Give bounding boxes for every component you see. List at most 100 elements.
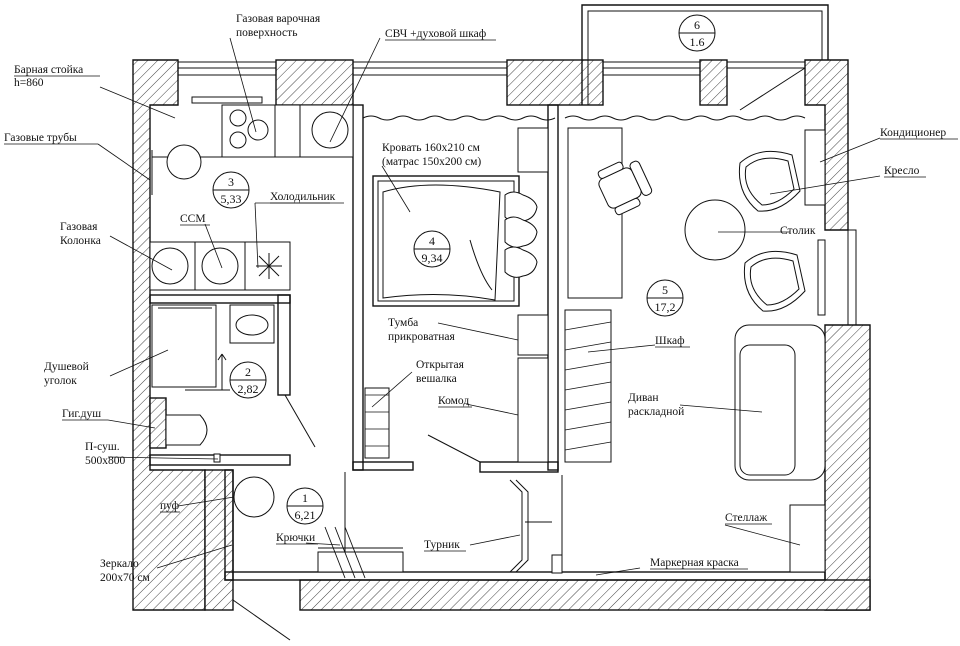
label-wardrobe: Шкаф (655, 335, 685, 347)
walls (132, 59, 871, 611)
balcony-door-swing (739, 67, 806, 111)
bath-door-swing (284, 394, 316, 448)
hooks-bench (317, 551, 404, 573)
label-gas-hob: Газовая варочная (236, 13, 321, 25)
label-nightstand: Тумба (388, 317, 418, 329)
room-area: 1.6 (690, 35, 705, 49)
room-area: 17,2 (655, 300, 676, 314)
label-shower: Душевой (44, 361, 89, 373)
dresser (517, 357, 549, 463)
wall-bottom (299, 579, 871, 611)
window-living-2 (726, 61, 806, 69)
curtain-bedroom (362, 115, 556, 121)
nightstand (517, 314, 549, 356)
label-towel-dryer: П-суш. (85, 441, 120, 453)
label-bed: Кровать 160х210 см (382, 142, 481, 154)
label-pull-up-bar: Турник (424, 539, 460, 551)
label-hooks: Крючки (276, 532, 315, 544)
label-sofa-2: раскладной (628, 406, 684, 418)
office-chair (597, 160, 653, 216)
wall-right-lower (824, 324, 871, 611)
open-rack (364, 387, 390, 459)
wall-entrance (204, 469, 234, 611)
label-open-rack-2: вешалка (416, 373, 457, 385)
washer (201, 247, 239, 285)
gas-heater (151, 247, 189, 285)
room-number: 1 (302, 491, 308, 505)
label-gas-heater-2: Колонка (60, 235, 101, 247)
bedroom (364, 127, 549, 463)
shower-tray (151, 304, 217, 388)
bedroom-left-partition (352, 104, 364, 471)
label-bed-2: (матрас 150х200 см) (382, 156, 481, 168)
room-number: 5 (662, 283, 668, 297)
label-mirror-2: 200х70 см (100, 572, 150, 584)
pillow (504, 246, 538, 278)
bedroom-right-partition (547, 104, 559, 471)
label-mirror: Зеркало (100, 558, 139, 570)
room-area: 2,82 (238, 382, 259, 396)
window-bedroom (352, 61, 508, 69)
pouf (233, 476, 275, 518)
room-number: 4 (429, 234, 435, 248)
kitchen (149, 96, 354, 291)
wall-top-1 (275, 59, 354, 106)
microwave-oven (311, 111, 349, 149)
bathroom (151, 304, 316, 463)
wall-top-2 (506, 59, 604, 106)
kitchen-stool (166, 144, 202, 180)
toilet (165, 414, 208, 446)
label-microwave-oven: СВЧ +духовой шкаф (385, 28, 487, 40)
bath-top-partition (149, 294, 291, 304)
bar-counter (191, 96, 263, 104)
bedroom-bottom-left (352, 461, 414, 471)
room-marker-4: 4 9,34 (413, 230, 451, 268)
room-marker-1: 1 6,21 (286, 487, 324, 525)
entrance-door-swing (232, 599, 291, 641)
label-hygienic-shower: Гиг.душ (62, 408, 101, 420)
window-kitchen (177, 61, 277, 69)
room-area: 6,21 (295, 508, 316, 522)
room-marker-2: 2 2,82 (229, 361, 267, 399)
label-gas-hob-2: поверхность (236, 27, 297, 39)
label-sofa: Диван (628, 392, 659, 404)
label-shower-2: уголок (44, 375, 77, 387)
label-bar-counter-height: h=860 (14, 77, 44, 89)
window-living (602, 61, 701, 69)
curtain-living (564, 115, 806, 121)
nightstand (517, 127, 549, 173)
pillow (504, 216, 538, 248)
hob-burner (229, 109, 247, 127)
desk (567, 127, 623, 299)
room-area: 5,33 (221, 192, 242, 206)
living-room (344, 127, 826, 573)
label-rack: Стеллаж (725, 512, 767, 524)
label-dresser: Комод (438, 395, 469, 407)
hob-burner (229, 131, 247, 149)
labels: Барная стойка h=860 Газовая варочная пов… (4, 13, 958, 584)
room-marker-5: 5 17,2 (646, 279, 684, 317)
coffee-table (684, 199, 746, 261)
label-nightstand-2: прикроватная (388, 331, 456, 343)
label-fridge: Холодильник (270, 191, 336, 203)
wardrobe-hangers (564, 321, 612, 451)
hall-inner-wall (224, 571, 826, 581)
label-pouf: пуф (160, 500, 180, 512)
windows (177, 4, 857, 326)
armchair (743, 250, 806, 312)
label-marker-paint: Маркерная краска (650, 557, 739, 569)
bath-right-partition (277, 294, 291, 396)
room-number: 3 (228, 175, 234, 189)
hooks (324, 526, 366, 579)
bedroom-bottom-partition (479, 461, 559, 473)
hob-burner (247, 119, 269, 141)
label-coffee-table: Столик (780, 225, 816, 237)
pull-up-mount (551, 554, 563, 574)
label-washer: ССМ (180, 213, 206, 225)
fridge-symbol (256, 253, 282, 279)
wall-top-3 (699, 59, 728, 106)
label-open-rack: Открытая (416, 359, 465, 371)
wall-bath-pier (149, 397, 167, 449)
room-area: 9,34 (422, 251, 443, 265)
